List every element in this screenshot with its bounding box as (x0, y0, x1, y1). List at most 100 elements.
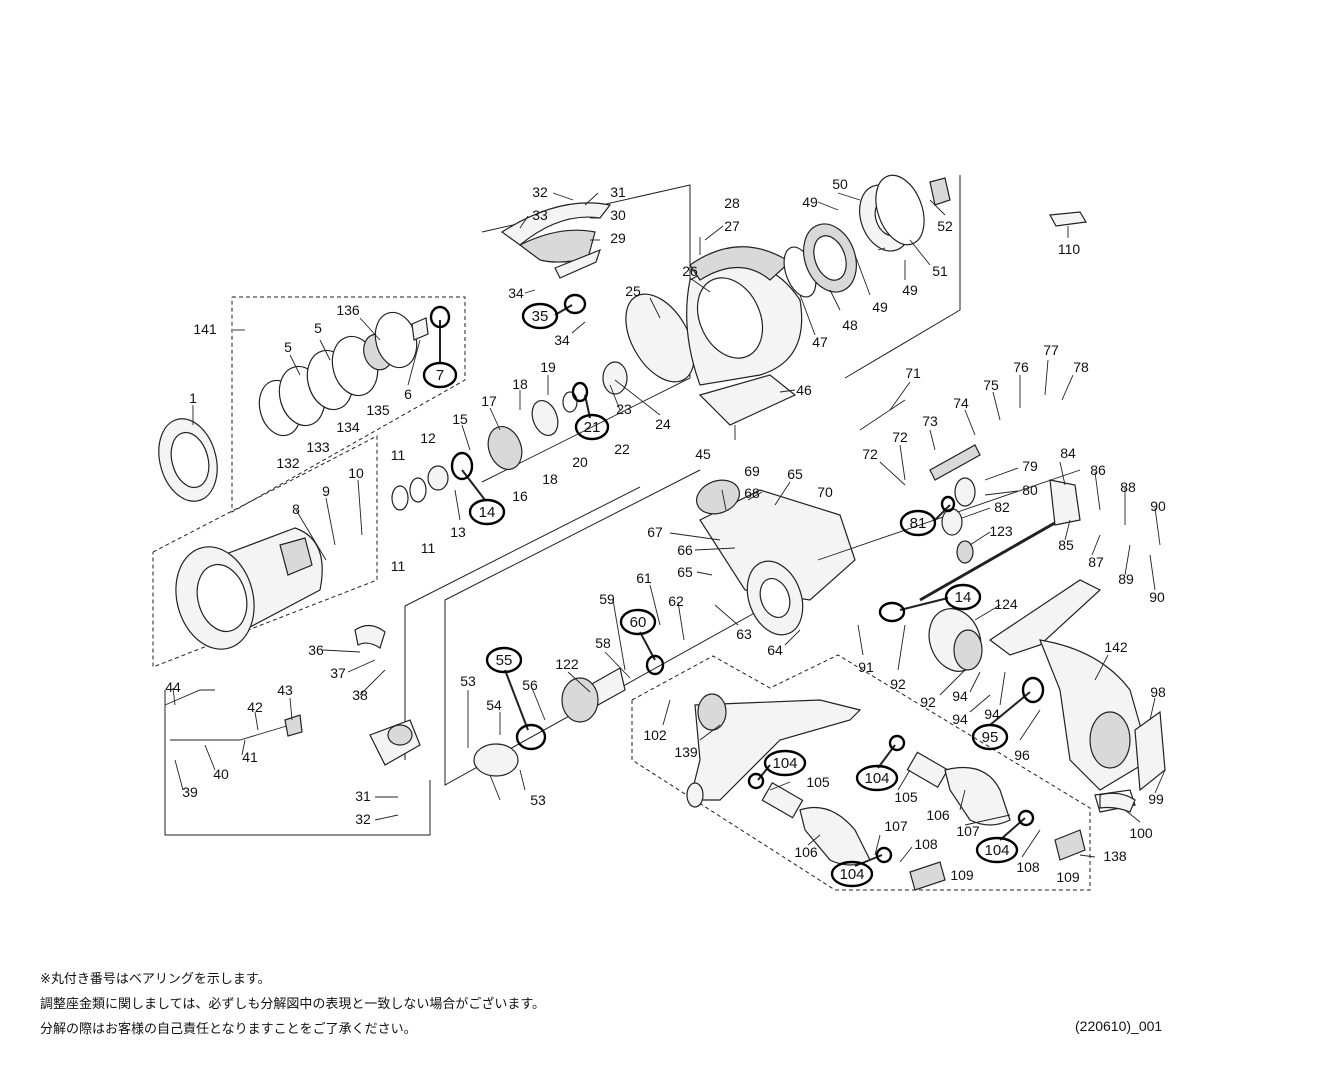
group-spool-box (152, 435, 378, 668)
part-number: 89 (1118, 571, 1134, 587)
part-number: 32 (355, 811, 371, 827)
part-number: 65 (677, 564, 693, 580)
part-number: 24 (655, 416, 671, 432)
part-number: 13 (450, 524, 466, 540)
part-number: 12 (420, 430, 436, 446)
part-number: 26 (682, 263, 698, 279)
part-number: 77 (1043, 342, 1059, 358)
part-number: 23 (616, 401, 632, 417)
part-number: 39 (182, 784, 198, 800)
part-number: 96 (1014, 747, 1030, 763)
part-number: 49 (902, 282, 918, 298)
leader-lines (172, 192, 1166, 867)
part-number: 27 (724, 218, 740, 234)
part-number: 75 (983, 377, 999, 393)
part-number: 62 (668, 593, 684, 609)
part-number: 22 (614, 441, 630, 457)
part-number: 16 (512, 488, 528, 504)
bail-arm (500, 202, 612, 279)
note-bearing: ※丸付き番号はベアリングを示します。 (40, 972, 271, 987)
part-number: 69 (744, 463, 760, 479)
spool (175, 527, 323, 650)
part-number: 141 (193, 321, 217, 337)
part-number: 110 (1058, 241, 1081, 257)
part-number: 80 (1022, 482, 1038, 498)
part-number: 84 (1060, 445, 1076, 461)
part-number: 82 (994, 499, 1010, 515)
bail-trip-parts (164, 624, 421, 766)
part-number: 31 (610, 184, 626, 200)
part-number: 107 (884, 818, 908, 834)
part-number: 85 (1058, 537, 1074, 553)
bearing-number: 35 (532, 308, 549, 325)
bearing-number: 81 (910, 515, 927, 532)
part-number: 94 (952, 711, 968, 727)
part-number: 51 (932, 263, 948, 279)
bearing-label-60: 60 (619, 608, 657, 636)
part-number: 56 (522, 677, 538, 693)
part-number: 50 (832, 176, 848, 192)
part-number: 73 (922, 413, 938, 429)
part-number: 45 (695, 446, 711, 462)
part-number: 25 (625, 283, 641, 299)
part-number: 64 (767, 642, 783, 658)
part-number: 40 (213, 766, 229, 782)
part-number: 46 (796, 382, 812, 398)
part-number: 49 (802, 194, 818, 210)
part-number: 33 (532, 207, 548, 223)
part-number: 76 (1013, 359, 1029, 375)
part-number: 102 (643, 727, 667, 743)
part-number: 47 (812, 334, 828, 350)
part-number: 11 (391, 447, 406, 463)
part-number: 44 (165, 679, 181, 695)
part-number: 139 (674, 744, 698, 760)
bearing-number: 95 (982, 729, 999, 746)
part-number: 108 (914, 836, 938, 852)
part-number: 94 (952, 688, 968, 704)
part-number: 78 (1073, 359, 1089, 375)
part-number: 19 (540, 359, 556, 375)
part-number: 142 (1104, 639, 1128, 655)
part-number: 9 (322, 483, 330, 499)
part-number: 107 (956, 823, 980, 839)
part-number: 132 (276, 455, 300, 471)
part-number: 15 (452, 411, 468, 427)
part-number: 49 (872, 299, 888, 315)
part-number: 30 (610, 207, 626, 223)
note-disassembly: 分解の際はお客様の自己責任となりますことをご了承ください。 (40, 1022, 417, 1037)
part-number: 70 (817, 484, 833, 500)
part-number: 100 (1129, 825, 1153, 841)
pinion-drive-parts (391, 361, 856, 777)
part-number: 90 (1149, 589, 1165, 605)
bearing-parts (429, 293, 1045, 864)
part-number: 92 (890, 676, 906, 692)
spool-drag-parts (158, 311, 429, 502)
part-number: 8 (292, 501, 300, 517)
part-number: 34 (554, 332, 570, 348)
part-number: 29 (610, 230, 626, 246)
part-number: 79 (1022, 458, 1038, 474)
part-number: 124 (994, 596, 1018, 612)
part-number: 67 (647, 524, 663, 540)
bearing-label-104-b: 104 (855, 764, 899, 792)
part-number: 5 (314, 320, 322, 336)
part-number: 134 (336, 419, 360, 435)
part-number: 65 (787, 466, 803, 482)
part-number: 36 (308, 642, 324, 658)
part-number: 92 (920, 694, 936, 710)
part-number: 10 (348, 465, 364, 481)
part-number: 99 (1148, 791, 1164, 807)
part-number: 88 (1120, 479, 1136, 495)
part-number: 72 (862, 446, 878, 462)
bearing-label-21: 21 (574, 413, 610, 441)
part-number: 11 (391, 558, 406, 574)
part-number: 11 (421, 540, 436, 556)
bearing-label-35: 35 (521, 302, 559, 330)
part-number: 37 (330, 665, 346, 681)
part-number: 122 (555, 656, 579, 672)
part-number: 38 (352, 687, 368, 703)
part-number: 123 (989, 523, 1013, 539)
bearing-number: 14 (955, 589, 972, 606)
bearing-number: 104 (772, 755, 797, 772)
part-number: 34 (508, 285, 524, 301)
